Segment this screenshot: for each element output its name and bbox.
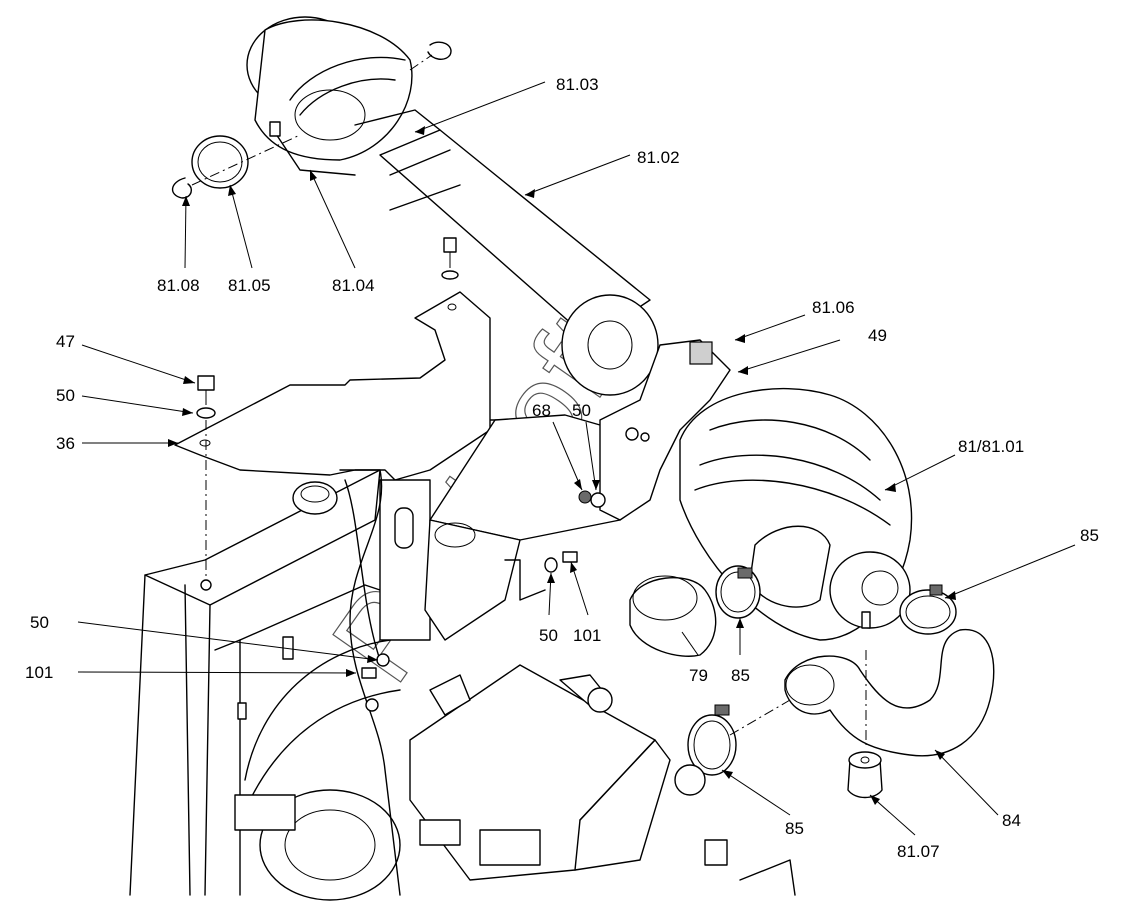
bolt-101-bracket	[544, 551, 578, 573]
bolt-47	[196, 375, 216, 419]
clamp-85-lower	[687, 704, 737, 776]
label-81-04: 81.04	[332, 276, 375, 295]
fastener-50-101-radiator	[361, 653, 390, 712]
label-81-03: 81.03	[556, 75, 599, 94]
nut-68	[578, 490, 606, 508]
label-50-bolt: 50	[56, 386, 75, 405]
valve-nipple	[861, 611, 871, 629]
label-101-radiator: 101	[25, 663, 53, 682]
label-50-radiator: 50	[30, 613, 49, 632]
hose-84	[784, 628, 995, 757]
engine-block	[409, 664, 796, 896]
label-49: 49	[868, 326, 887, 345]
clamp-85-right	[899, 584, 957, 635]
radiator-frame	[129, 419, 521, 896]
clip-81-08	[171, 177, 193, 199]
label-85-right: 85	[1080, 526, 1099, 545]
bracket-36	[174, 291, 491, 641]
wire-harness-2	[344, 479, 381, 661]
label-81-81-01: 81/81.01	[958, 437, 1024, 456]
leader-lines	[77, 81, 1076, 836]
intake-tube	[354, 109, 659, 396]
label-81-07: 81.07	[897, 842, 940, 861]
label-84: 84	[1002, 811, 1021, 830]
label-50-bracket: 50	[572, 401, 591, 420]
radiator-cap	[292, 481, 338, 515]
support-bracket	[424, 414, 651, 641]
bolt-top	[441, 237, 459, 280]
label-81-02: 81.02	[637, 148, 680, 167]
elbow-79	[629, 575, 717, 657]
air-filter-housing	[679, 387, 913, 641]
label-79: 79	[689, 666, 708, 685]
label-47: 47	[56, 332, 75, 351]
label-101-lower: 101	[573, 626, 601, 645]
centerline-clip	[409, 54, 433, 71]
label-81-06: 81.06	[812, 298, 855, 317]
ring-81-05	[191, 135, 249, 189]
clamp-81-04	[269, 56, 406, 137]
label-68: 68	[532, 401, 551, 420]
clip-top	[427, 41, 452, 60]
bolt-hole-frame	[200, 579, 212, 591]
label-85-lower: 85	[785, 819, 804, 838]
label-85-mid: 85	[731, 666, 750, 685]
pulley-assembly	[234, 789, 401, 901]
mounting-band	[599, 339, 731, 521]
label-36: 36	[56, 434, 75, 453]
label-50-lower: 50	[539, 626, 558, 645]
label-81-08: 81.08	[157, 276, 200, 295]
valve-81-07	[847, 751, 883, 799]
centerline-hose	[729, 699, 791, 736]
wire-harness	[339, 469, 401, 896]
label-81-05: 81.05	[228, 276, 271, 295]
clamp-85-mid	[715, 565, 761, 619]
